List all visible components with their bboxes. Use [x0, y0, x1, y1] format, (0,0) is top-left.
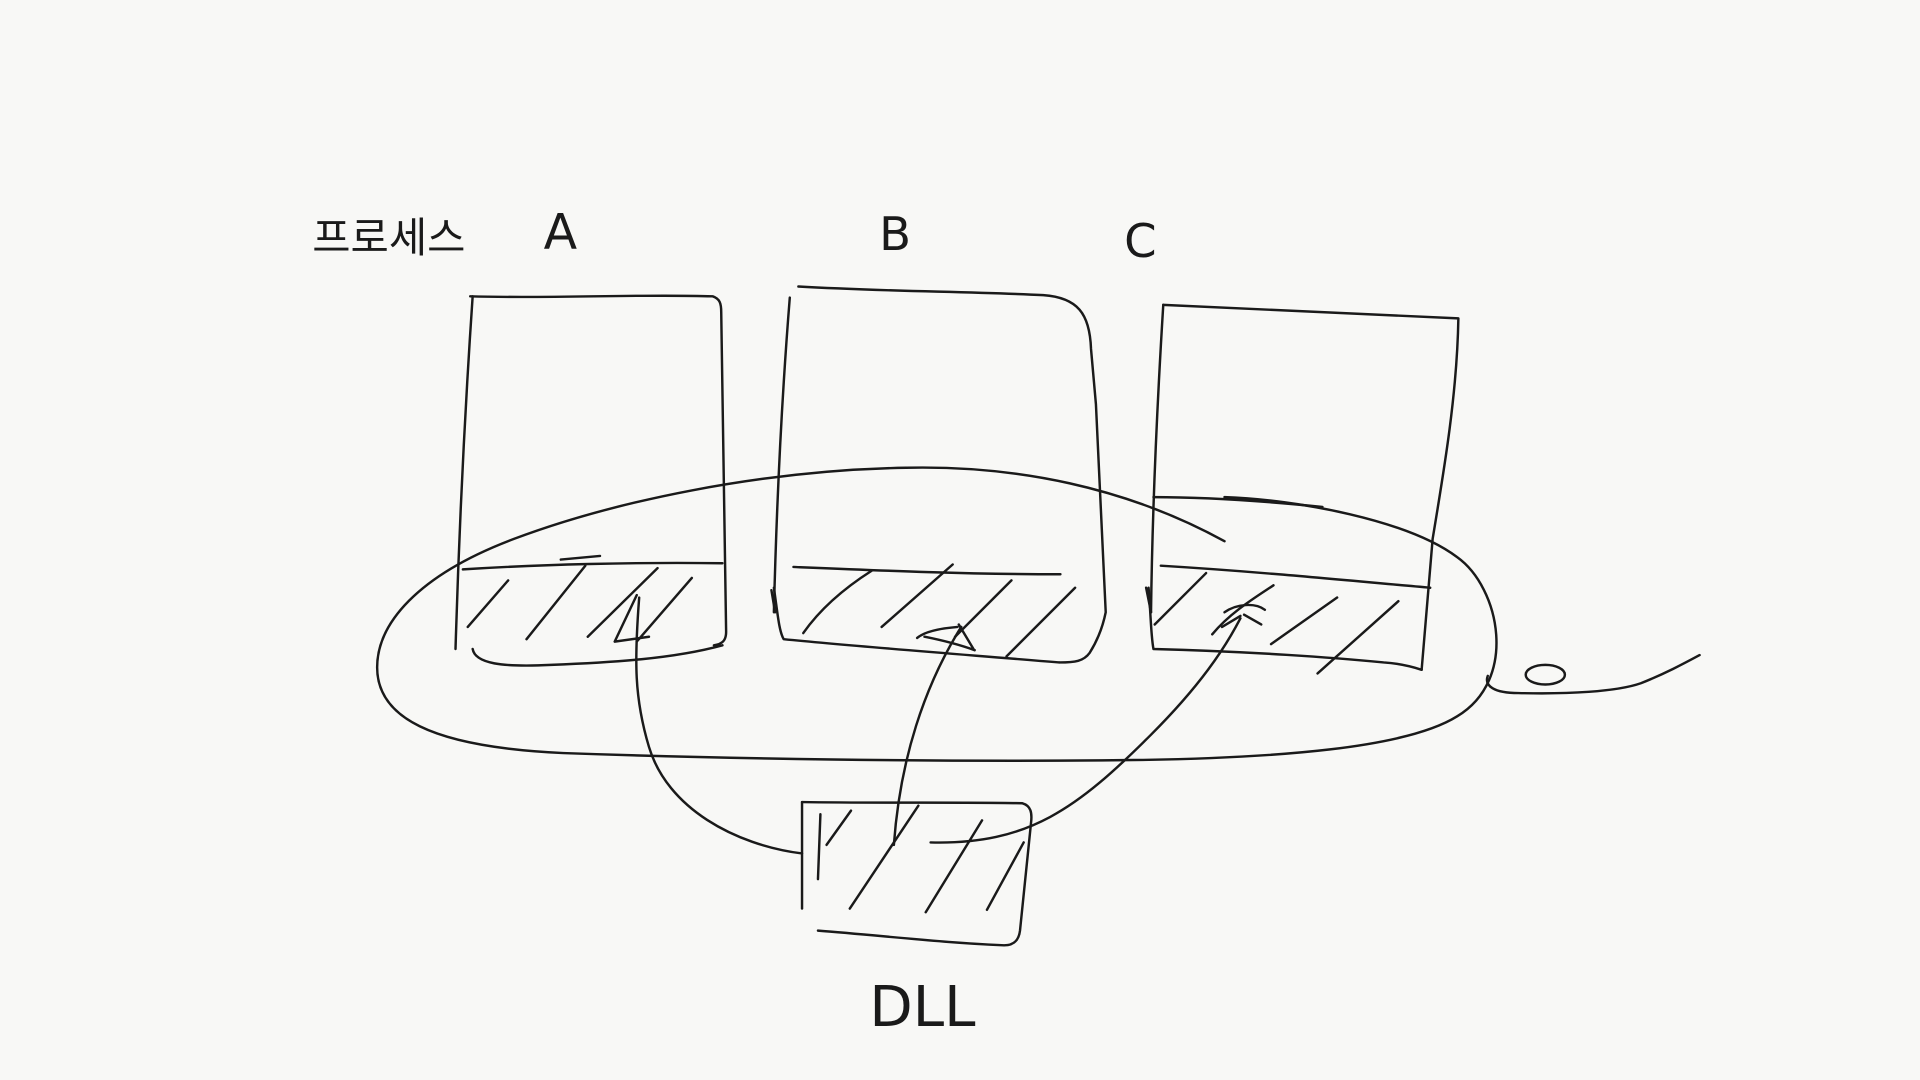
- process-c-label: C: [1124, 214, 1156, 268]
- mapping-arrows: [613, 593, 1263, 855]
- dll-box: [800, 800, 1033, 947]
- shared-memory-loop: [375, 466, 1701, 762]
- process-a-label: A: [544, 204, 578, 261]
- process-a-box: [454, 294, 728, 667]
- dll-label: DLL: [869, 975, 976, 1040]
- process-b-label: B: [879, 207, 911, 261]
- process-b-box: [770, 285, 1107, 664]
- process-prefix-label: 프로세스: [312, 213, 465, 262]
- process-c-box: [1144, 303, 1460, 675]
